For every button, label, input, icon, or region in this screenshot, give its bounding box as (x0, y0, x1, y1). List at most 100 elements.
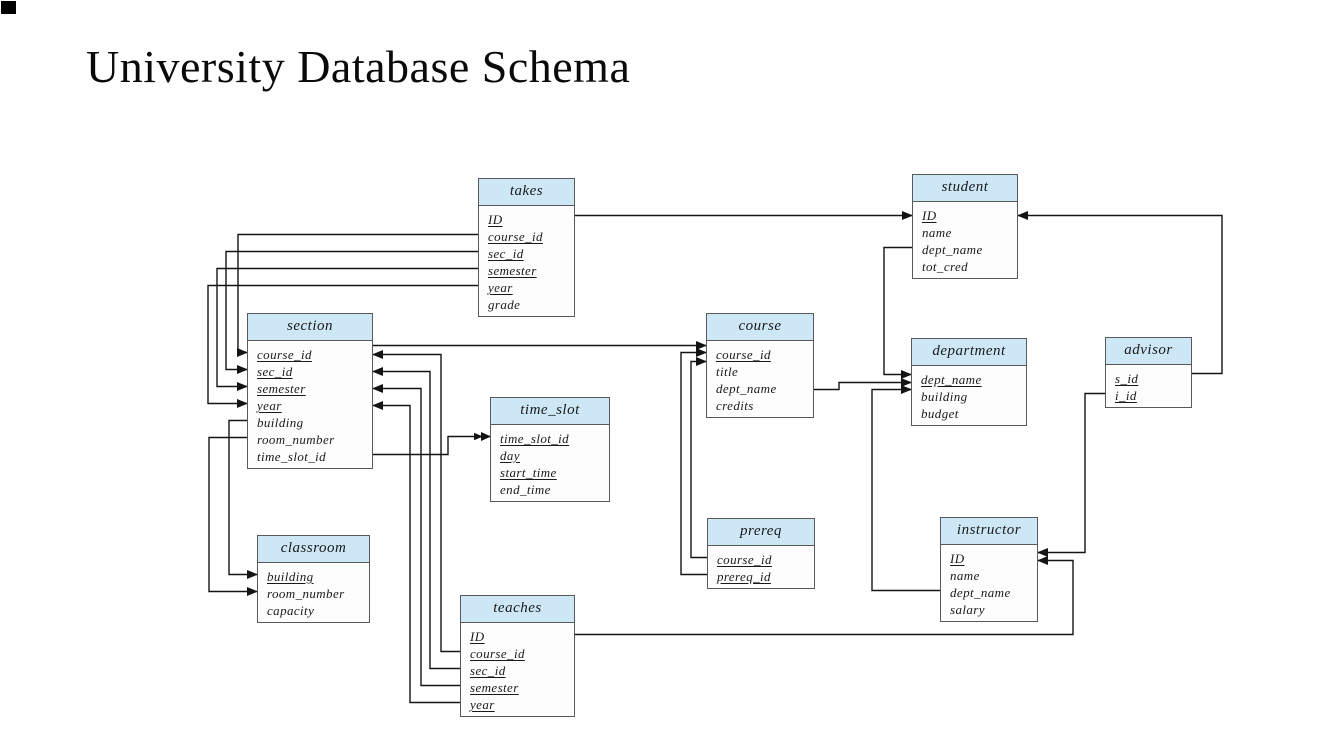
field-label-key: start_time (500, 465, 557, 480)
field-label-key: course_id (470, 646, 525, 661)
table-fields-teaches: ID course_id sec_id semester year (461, 623, 574, 719)
table-title-classroom: classroom (258, 536, 369, 563)
table-title-department: department (912, 339, 1026, 366)
connector-section.building-to-classroom.building (228, 419, 258, 579)
field-prereq-prereq_id: prereq_id (717, 568, 814, 585)
field-advisor-s_id: s_id (1115, 370, 1191, 387)
connector-takes.semester-to-section.semester (216, 267, 478, 391)
field-time_slot-time_slot_id: time_slot_id (500, 430, 609, 447)
table-title-course: course (707, 314, 813, 341)
field-takes-grade: grade (488, 296, 574, 313)
field-label-key: time_slot_id (500, 431, 570, 446)
field-takes-semester: semester (488, 262, 574, 279)
field-label: budget (921, 406, 959, 421)
connector-section.time_slot_id-to-time_slot.time_slot_id (373, 432, 491, 456)
table-classroom: classroom building room_number capacity (257, 535, 370, 623)
field-takes-ID: ID (488, 211, 574, 228)
field-label-key: semester (470, 680, 519, 695)
corner-mark (1, 1, 16, 14)
field-section-time_slot_id: time_slot_id (257, 448, 372, 465)
field-label: capacity (267, 603, 315, 618)
field-label: dept_name (922, 242, 983, 257)
field-section-room_number: room_number (257, 431, 372, 448)
field-student-dept_name: dept_name (922, 241, 1017, 258)
field-label: building (257, 415, 304, 430)
field-section-semester: semester (257, 380, 372, 397)
table-fields-classroom: building room_number capacity (258, 563, 369, 625)
field-advisor-i_id: i_id (1115, 387, 1191, 404)
connector-advisor.s_id-to-student.ID (1017, 211, 1223, 375)
table-title-time_slot: time_slot (491, 398, 609, 425)
field-label-key: year (470, 697, 495, 712)
field-label: time_slot_id (257, 449, 327, 464)
field-prereq-course_id: course_id (717, 551, 814, 568)
connector-course.dept_name-to-department.dept_name (814, 378, 912, 391)
table-title-student: student (913, 175, 1017, 202)
table-title-instructor: instructor (941, 518, 1037, 545)
field-label-key: ID (922, 208, 937, 223)
field-label-key: semester (257, 381, 306, 396)
field-course-dept_name: dept_name (716, 380, 813, 397)
field-student-ID: ID (922, 207, 1017, 224)
field-label-key: ID (488, 212, 503, 227)
field-label: room_number (267, 586, 345, 601)
page-title: University Database Schema (86, 41, 631, 92)
field-label-key: course_id (257, 347, 312, 362)
field-label-key: ID (470, 629, 485, 644)
connector-takes.sec_id-to-section.sec_id (225, 250, 478, 374)
connector-student.dept_name-to-department.dept_name (883, 246, 912, 379)
field-label: grade (488, 297, 521, 312)
field-course-course_id: course_id (716, 346, 813, 363)
connector-advisor.i_id-to-instructor.ID (1037, 392, 1105, 557)
field-label: name (950, 568, 980, 583)
field-section-course_id: course_id (257, 346, 372, 363)
field-teaches-semester: semester (470, 679, 574, 696)
connector-prereq.course_id-to-course.course_id (690, 357, 707, 559)
connector-teaches.sec_id-to-section.sec_id (372, 367, 460, 670)
table-title-teaches: teaches (461, 596, 574, 623)
field-label: dept_name (950, 585, 1011, 600)
field-student-tot_cred: tot_cred (922, 258, 1017, 275)
field-department-building: building (921, 388, 1026, 405)
connector-teaches.year-to-section.year (372, 401, 460, 704)
field-course-title: title (716, 363, 813, 380)
field-label: dept_name (716, 381, 777, 396)
field-time_slot-start_time: start_time (500, 464, 609, 481)
field-instructor-ID: ID (950, 550, 1037, 567)
field-label-key: course_id (717, 552, 772, 567)
field-label-key: prereq_id (717, 569, 771, 584)
field-label-key: course_id (488, 229, 543, 244)
field-label-key: year (257, 398, 282, 413)
field-label: credits (716, 398, 754, 413)
table-fields-prereq: course_id prereq_id (708, 546, 814, 591)
field-instructor-dept_name: dept_name (950, 584, 1037, 601)
field-classroom-capacity: capacity (267, 602, 369, 619)
connector-takes.course_id-to-section.course_id (237, 233, 478, 357)
field-label-key: sec_id (470, 663, 506, 678)
table-title-advisor: advisor (1106, 338, 1191, 365)
field-teaches-sec_id: sec_id (470, 662, 574, 679)
field-label-key: dept_name (921, 372, 982, 387)
field-label-key: building (267, 569, 314, 584)
field-label-key: s_id (1115, 371, 1139, 386)
field-label: room_number (257, 432, 335, 447)
table-title-section: section (248, 314, 372, 341)
field-department-budget: budget (921, 405, 1026, 422)
field-time_slot-end_time: end_time (500, 481, 609, 498)
field-label-key: course_id (716, 347, 771, 362)
